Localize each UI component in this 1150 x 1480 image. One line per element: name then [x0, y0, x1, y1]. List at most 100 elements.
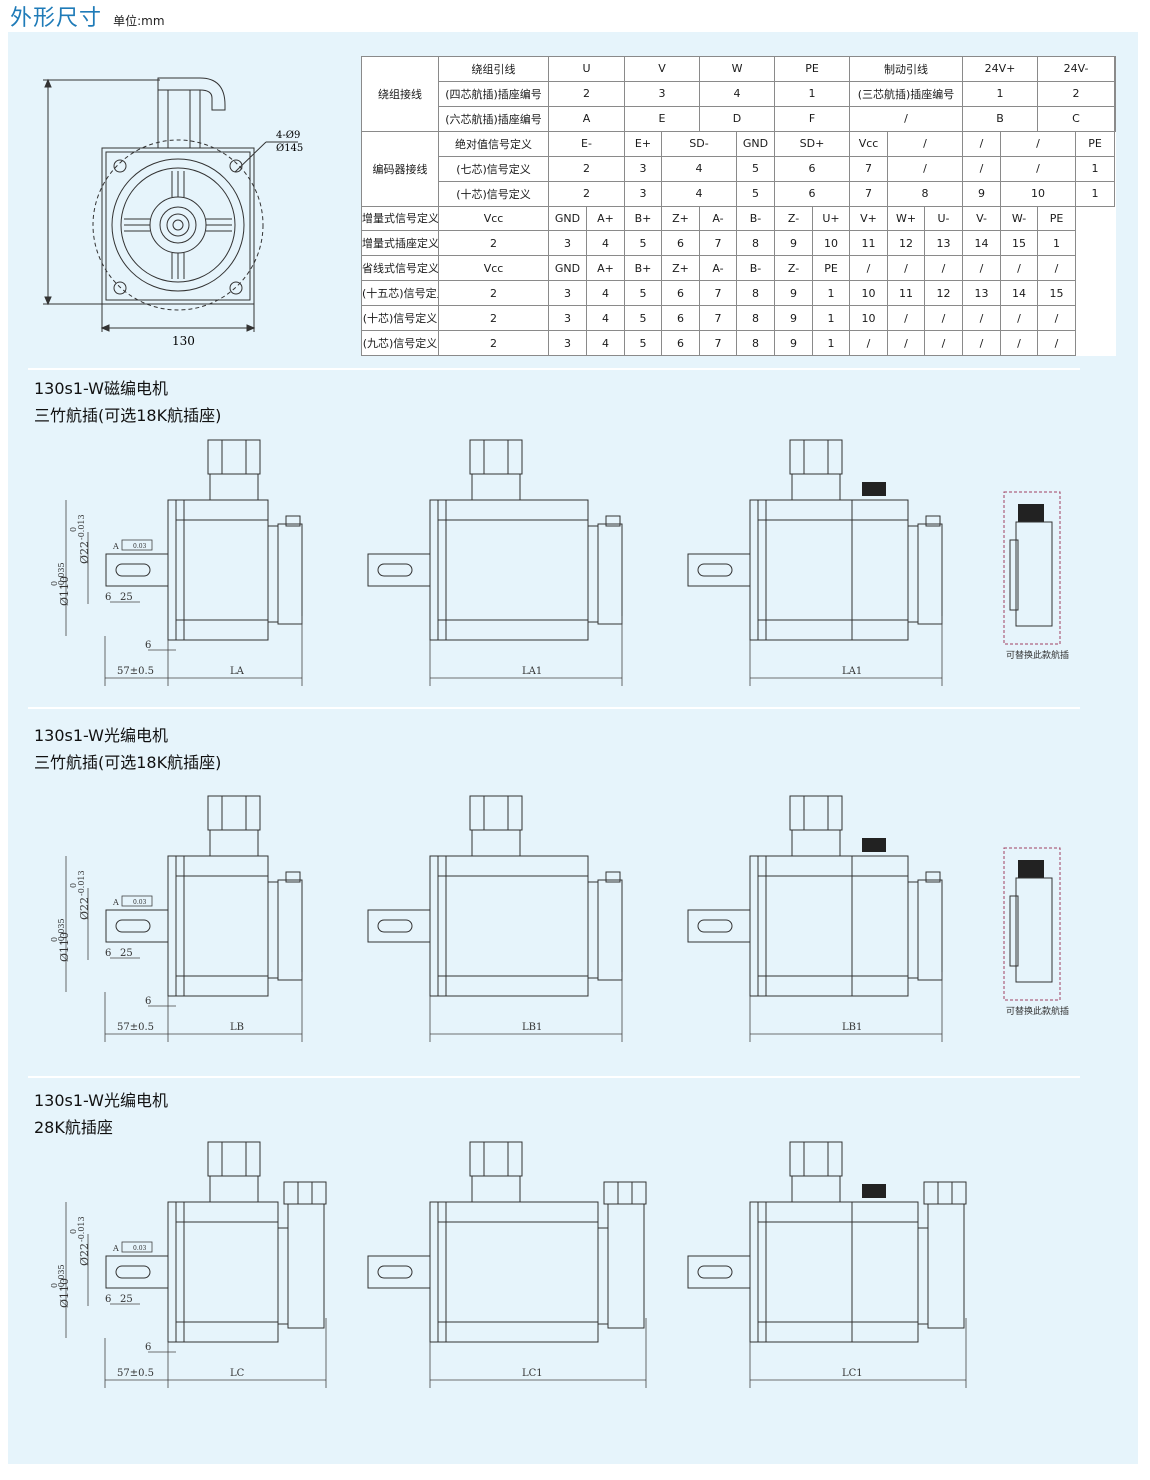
- power-connector: [207, 1141, 261, 1177]
- motor-shaft: [367, 553, 431, 587]
- encoder-cover: [277, 879, 303, 981]
- cell: 10: [1000, 180, 1077, 207]
- cell: A-: [699, 205, 737, 232]
- power-connector: [789, 439, 843, 475]
- alt-connector-note: 可替换此款航插: [1006, 649, 1069, 661]
- cell: GND: [735, 130, 776, 157]
- dim-body-length: LB1: [522, 1022, 542, 1033]
- motor-body: [175, 1201, 279, 1343]
- dim-shaft-dia: Ø22: [78, 897, 91, 920]
- cell: A+: [586, 255, 625, 282]
- cell: 3: [548, 280, 587, 307]
- brake-label: /: [849, 105, 964, 132]
- cell: 7: [699, 330, 737, 356]
- cell: 11: [887, 280, 926, 307]
- dim-shaft-tol: 0: [69, 527, 78, 532]
- motor-flange: [167, 1201, 177, 1343]
- cell: 5: [735, 180, 776, 207]
- cell: U+: [812, 205, 851, 232]
- dim-body-length: LC1: [842, 1368, 863, 1379]
- cell: 2: [438, 280, 549, 307]
- encoder-connector: [603, 1181, 647, 1205]
- dim-180: 180: [40, 175, 43, 198]
- motor-flange: [749, 499, 759, 641]
- dim-key-depth: 6: [105, 1294, 111, 1305]
- row-label: (十芯)信号定义: [438, 180, 549, 207]
- motor-body: [757, 1201, 919, 1343]
- section-title: 130s1-W光编电机: [34, 1091, 169, 1110]
- motor-flange: [167, 855, 177, 997]
- shaft-key: [115, 563, 151, 577]
- section-divider: [28, 368, 1080, 370]
- row-label: (四芯航插)插座编号: [438, 80, 549, 107]
- motor-body: [437, 855, 589, 997]
- dim-shaft-tol: 0: [69, 1229, 78, 1234]
- dim-flange-dia: Ø110: [58, 1278, 71, 1308]
- dim-body-length: LA1: [842, 666, 862, 677]
- cell: 4: [661, 155, 737, 182]
- cell: B+: [624, 255, 662, 282]
- cell: A: [548, 105, 625, 132]
- dim-flange-thickness: 6: [145, 996, 151, 1007]
- encoder-cover: [277, 523, 303, 625]
- dim-datum-a: A: [112, 1244, 119, 1253]
- cell: 3: [548, 330, 587, 356]
- dim-key-depth: 6: [105, 592, 111, 603]
- cell: 2: [548, 155, 625, 182]
- cell: 1: [812, 280, 851, 307]
- shaft-key: [697, 563, 733, 577]
- dim-shaft-tol: -0.013: [77, 870, 86, 896]
- shaft-key: [377, 1265, 413, 1279]
- shaft-key: [115, 919, 151, 933]
- cell: 1: [774, 80, 851, 107]
- pin-definition-table: 绕组接线 绕组引线 U V W PE 制动引线 24V+ 24V- PE (四芯…: [361, 56, 1116, 356]
- cell: W-: [1000, 205, 1039, 232]
- cell: 3: [548, 230, 587, 257]
- cell: 9: [962, 180, 1002, 207]
- cell: A+: [586, 205, 625, 232]
- alt-connector-box: [1003, 491, 1061, 645]
- cell: 4: [586, 230, 625, 257]
- cell: Z+: [661, 205, 700, 232]
- cell: /: [962, 155, 1002, 182]
- dim-shaft-length: 57±0.5: [117, 1368, 154, 1379]
- cell: /: [1037, 330, 1077, 356]
- rear-cap: [277, 1227, 289, 1325]
- cell: /: [887, 155, 964, 182]
- dim-body-length: LC: [230, 1368, 245, 1379]
- cell: 1: [1075, 180, 1116, 207]
- dim-flange-thickness: 6: [145, 1342, 151, 1353]
- rear-cap: [907, 881, 919, 979]
- cell: 6: [661, 330, 700, 356]
- rear-cap: [907, 525, 919, 623]
- encoder-connector: [283, 1181, 327, 1205]
- cell: /: [924, 255, 964, 282]
- cell: 1: [962, 80, 1039, 107]
- cell: Vcc: [438, 255, 549, 282]
- cell: B: [962, 105, 1039, 132]
- dim-key-tol: 0.03: [133, 899, 147, 906]
- cell: /: [1000, 330, 1039, 356]
- page-header: 外形尺寸 单位:mm: [10, 0, 165, 34]
- row-label: 绝对值信号定义: [438, 130, 549, 157]
- dim-shaft-length: 57±0.5: [117, 666, 154, 677]
- motor-shaft: [367, 1255, 431, 1289]
- hole-label: 4-Ø9: [276, 130, 300, 141]
- row-label: (十五芯)信号定义: [361, 280, 439, 307]
- cell: 10: [849, 305, 889, 332]
- cell: GND: [548, 255, 587, 282]
- cell: 9: [774, 330, 814, 356]
- cell: B-: [735, 205, 776, 232]
- cell: 11: [849, 230, 889, 257]
- power-connector: [469, 795, 523, 831]
- rear-cap: [267, 881, 279, 979]
- rear-cap: [587, 881, 599, 979]
- dim-key-tol: 0.03: [133, 1245, 147, 1252]
- power-connector: [469, 439, 523, 475]
- cell: /: [887, 330, 926, 356]
- cell: SD-: [661, 130, 737, 157]
- cell: PE: [812, 255, 851, 282]
